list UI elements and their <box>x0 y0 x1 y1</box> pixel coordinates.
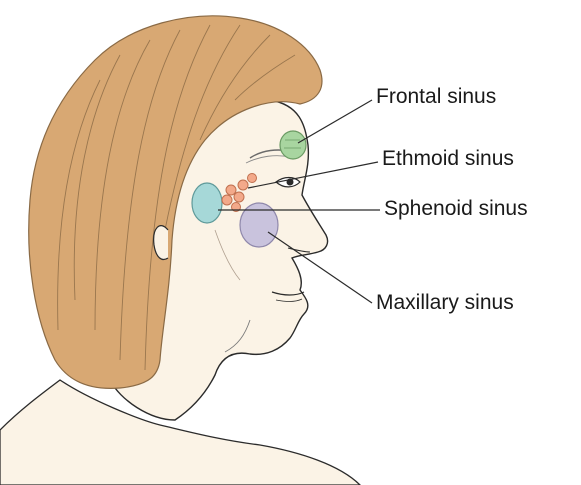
label-maxillary-sinus: Maxillary sinus <box>376 292 514 313</box>
label-frontal-sinus: Frontal sinus <box>376 86 496 107</box>
sphenoid-sinus <box>192 183 222 223</box>
frontal-leader-line <box>298 100 372 143</box>
label-sphenoid-sinus: Sphenoid sinus <box>384 198 528 219</box>
label-ethmoid-sinus: Ethmoid sinus <box>382 148 514 169</box>
frontal-sinus <box>280 131 306 159</box>
